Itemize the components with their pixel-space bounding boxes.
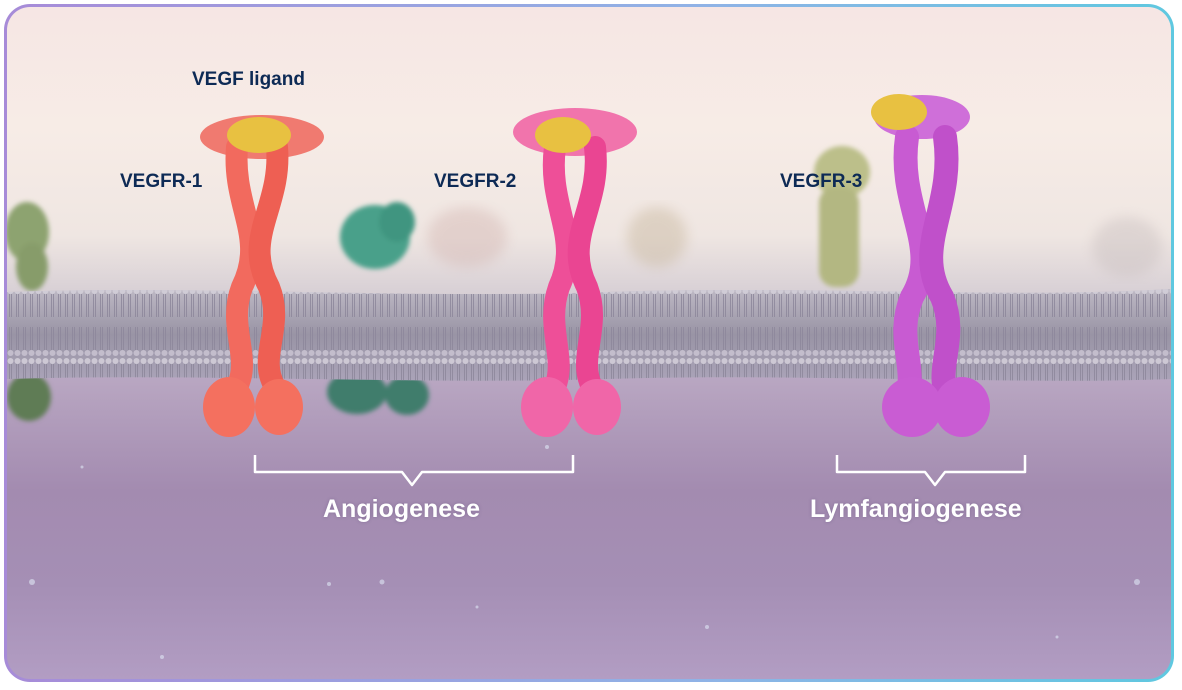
vegf-ligand-label: VEGF ligand [192,69,305,90]
background-protein-left [7,202,51,421]
lymphangiogenesis-bracket [835,455,1027,487]
scene-illustration [7,94,1171,659]
vegfr3-receptor [871,94,990,437]
floating-particles [29,445,1140,659]
vegfr2-receptor [513,108,637,437]
figure-frame: VEGF ligand VEGFR-1 VEGFR-2 VEGFR-3 Angi… [4,4,1174,682]
background-protein-olive [814,146,870,287]
lymphangiogenesis-caption: Lymfangiogenese [810,495,1022,523]
vegfr1-label: VEGFR-1 [120,171,203,192]
background-blur-haze [427,207,1162,277]
angiogenesis-bracket [253,455,575,487]
vegfr2-label: VEGFR-2 [434,171,517,192]
background-protein-green [327,202,429,415]
angiogenesis-caption: Angiogenese [323,495,480,523]
vegfr1-receptor [200,115,324,437]
vegfr3-label: VEGFR-3 [780,171,863,192]
cell-membrane-scene: VEGF ligand VEGFR-1 VEGFR-2 VEGFR-3 Angi… [7,7,1171,679]
